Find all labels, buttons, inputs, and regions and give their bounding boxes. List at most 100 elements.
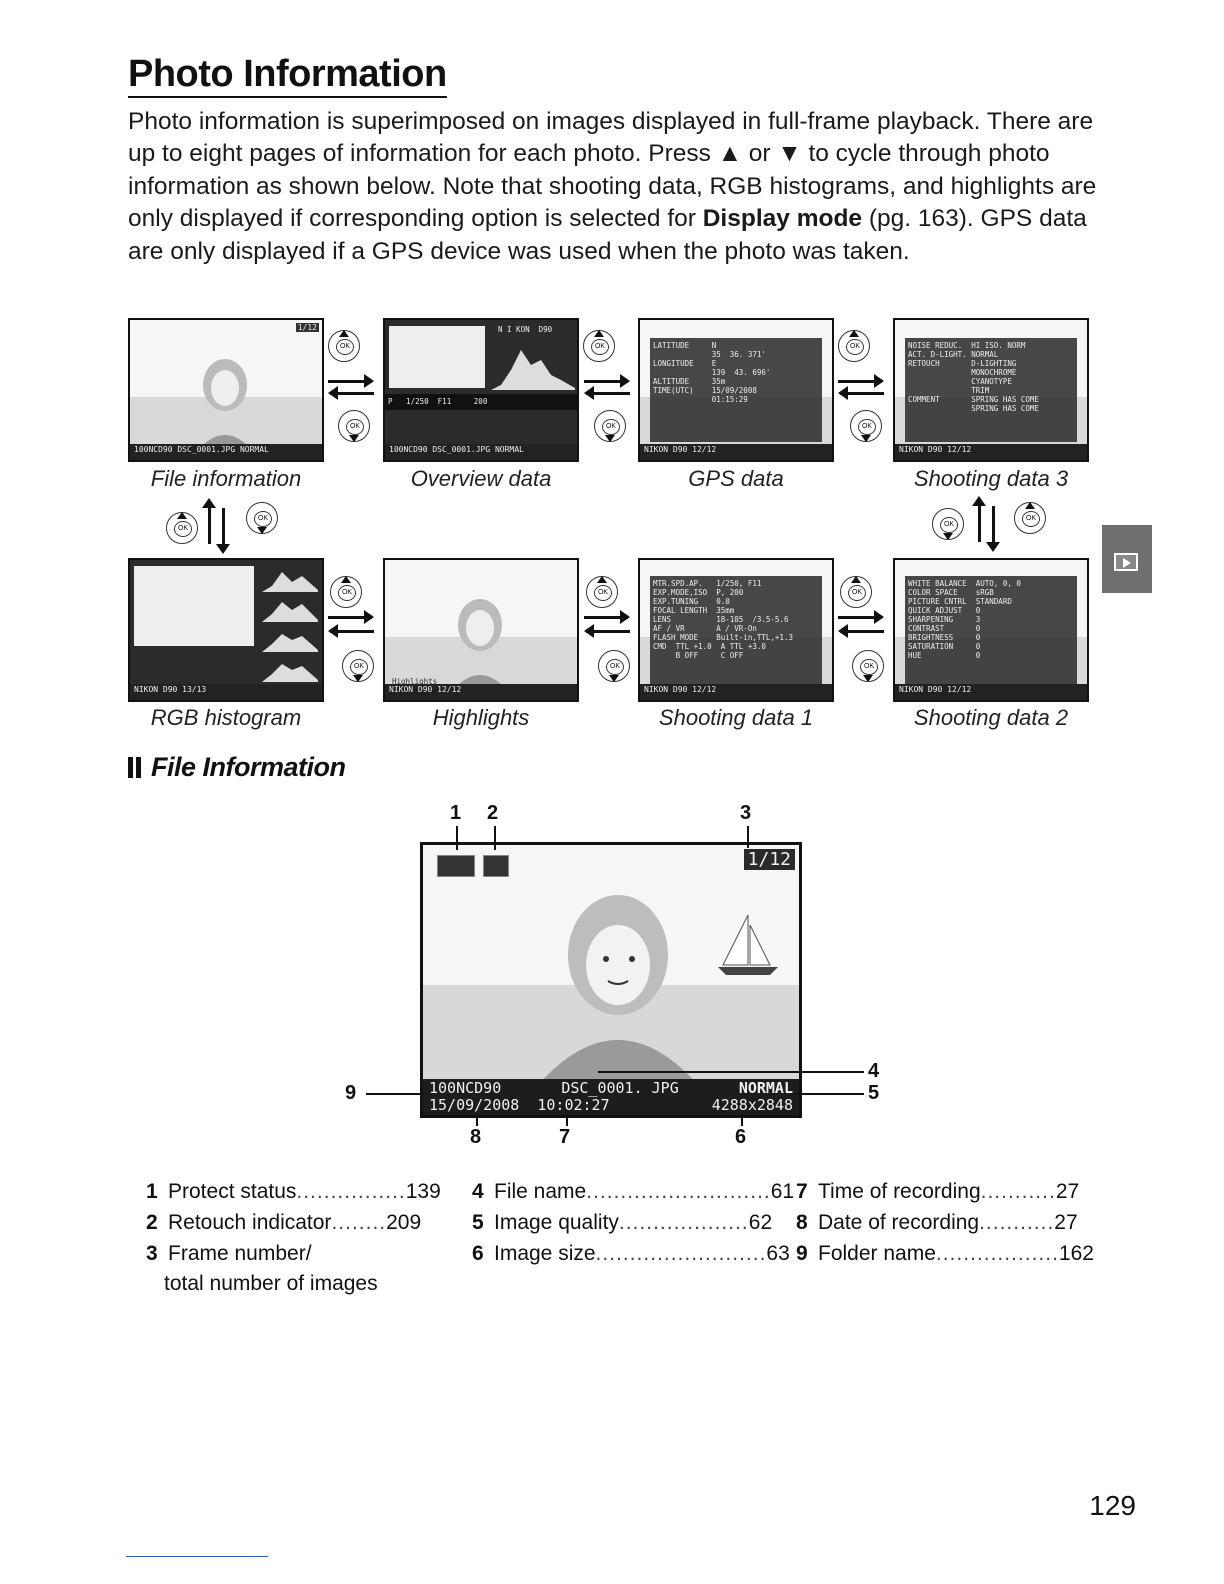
file-name: DSC_0001. JPG [561, 1080, 678, 1097]
screen-shooting-data-2: WHITE BALANCE AUTO, 0, 0 COLOR SPACE sRG… [893, 558, 1089, 702]
caption-shooting-data-1: Shooting data 1 [626, 705, 846, 731]
left-arrow-icon [586, 392, 630, 395]
right-arrow-icon [584, 616, 628, 619]
screen-rgb-histogram: NIKON D90 13/13 [128, 558, 324, 702]
right-arrow-icon [584, 380, 628, 383]
multi-selector-icon [330, 576, 362, 608]
multi-selector-icon [583, 330, 615, 362]
right-arrow-icon [328, 380, 372, 383]
screen-shooting-data-3: NOISE REDUC. HI ISO. NORM ACT. D-LIGHT. … [893, 318, 1089, 462]
info-bar: NIKON D90 13/13 [130, 684, 322, 700]
info-bar: NIKON D90 12/12 [385, 684, 577, 700]
info-bar: NIKON D90 12/12 [640, 444, 832, 460]
callout-2: 2 [487, 802, 498, 825]
footer-rule [126, 1556, 268, 1557]
intro-paragraph: Photo information is superimposed on ima… [128, 106, 1108, 268]
multi-selector-icon [338, 410, 370, 442]
left-arrow-icon [840, 392, 884, 395]
sailboat-illustration [708, 905, 788, 985]
rgb-histograms [262, 564, 318, 684]
callout-3: 3 [740, 802, 751, 825]
playback-section-tab [1102, 525, 1152, 593]
gps-panel: LATITUDE N 35 36. 371' LONGITUDE E 139 4… [650, 338, 822, 442]
file-info-bar: 100NCD90 DSC_0001. JPG NORMAL 15/09/2008… [423, 1079, 799, 1115]
section-mark [128, 757, 133, 778]
camera-name: N I KON D90 [495, 322, 575, 336]
callout-9: 9 [345, 1082, 356, 1105]
frame-number: 1/12 [296, 323, 319, 332]
caption-shooting-data-3: Shooting data 3 [881, 466, 1101, 492]
left-arrow-icon [330, 392, 374, 395]
playback-icon [1114, 553, 1138, 571]
caption-highlights: Highlights [371, 705, 591, 731]
caption-shooting-data-2: Shooting data 2 [881, 705, 1101, 731]
folder-name: 100NCD90 [429, 1080, 501, 1097]
right-arrow-icon [328, 616, 372, 619]
legend-item: total number of images [164, 1272, 378, 1296]
left-arrow-icon [586, 630, 630, 633]
screen-highlights: Highlights NIKON D90 NIKON D90 12/12 [383, 558, 579, 702]
multi-selector-icon [594, 410, 626, 442]
info-bar: NIKON D90 12/12 [640, 684, 832, 700]
exposure-line: P 1/250 F11 200 [385, 394, 577, 410]
info-bar: NIKON D90 12/12 [895, 444, 1087, 460]
screen-overview-data: N I KON D90 P 1/250 F11 200 100NCD90 DSC… [383, 318, 579, 462]
caption-file-information: File information [116, 466, 336, 492]
caption-rgb-histogram: RGB histogram [116, 705, 336, 731]
file-information-screen: 1/12 100NCD90 DSC_0001. JPG NORMAL 15/09… [420, 842, 802, 1118]
page-number: 129 [1089, 1490, 1136, 1522]
recording-date: 15/09/2008 [429, 1096, 519, 1114]
multi-selector-icon [342, 650, 374, 682]
multi-selector-icon [838, 330, 870, 362]
section-heading: File Information [128, 752, 346, 783]
down-arrow-icon [222, 508, 225, 548]
multi-selector-icon [850, 410, 882, 442]
shooting-data-2-panel: WHITE BALANCE AUTO, 0, 0 COLOR SPACE sRG… [905, 576, 1077, 684]
multi-selector-icon [840, 576, 872, 608]
caption-overview-data: Overview data [371, 466, 591, 492]
section-heading-text: File Information [151, 752, 346, 782]
screen-file-information: 1/12 100NCD90 DSC_0001.JPG NORMAL [128, 318, 324, 462]
left-arrow-icon [330, 630, 374, 633]
info-bar: NIKON D90 12/12 [895, 684, 1087, 700]
retouch-icon [483, 855, 509, 877]
screen-gps-data: LATITUDE N 35 36. 371' LONGITUDE E 139 4… [638, 318, 834, 462]
callout-6: 6 [735, 1126, 746, 1149]
frame-number: 1/12 [744, 849, 795, 870]
page-title: Photo Information [128, 52, 447, 98]
right-arrow-icon [838, 380, 882, 383]
image-quality: NORMAL [739, 1080, 793, 1097]
up-arrow-icon [208, 504, 211, 544]
portrait-illustration [518, 885, 718, 1085]
caption-gps-data: GPS data [626, 466, 846, 492]
intro-or: or [742, 140, 777, 167]
multi-selector-icon [852, 650, 884, 682]
multi-selector-icon [246, 502, 278, 534]
info-bar: 100NCD90 DSC_0001.JPG NORMAL [130, 444, 322, 460]
down-arrow-icon: ▼ [777, 140, 801, 167]
down-arrow-icon [992, 506, 995, 546]
histogram [491, 340, 575, 390]
multi-selector-icon [932, 508, 964, 540]
shooting-data-1-panel: MTR.SPD.AP. 1/250, F11 EXP.MODE,ISO P, 2… [650, 576, 822, 684]
image-size: 4288x2848 [712, 1097, 793, 1114]
multi-selector-icon [328, 330, 360, 362]
section-mark [136, 757, 141, 778]
shooting-data-3-panel: NOISE REDUC. HI ISO. NORM ACT. D-LIGHT. … [905, 338, 1077, 442]
callout-5: 5 [868, 1082, 879, 1105]
right-arrow-icon [838, 616, 882, 619]
info-bar: 100NCD90 DSC_0001.JPG NORMAL [385, 444, 577, 460]
protect-icon [437, 855, 475, 877]
multi-selector-icon [1014, 502, 1046, 534]
callout-7: 7 [559, 1126, 570, 1149]
screen-shooting-data-1: MTR.SPD.AP. 1/250, F11 EXP.MODE,ISO P, 2… [638, 558, 834, 702]
up-arrow-icon [978, 502, 981, 542]
